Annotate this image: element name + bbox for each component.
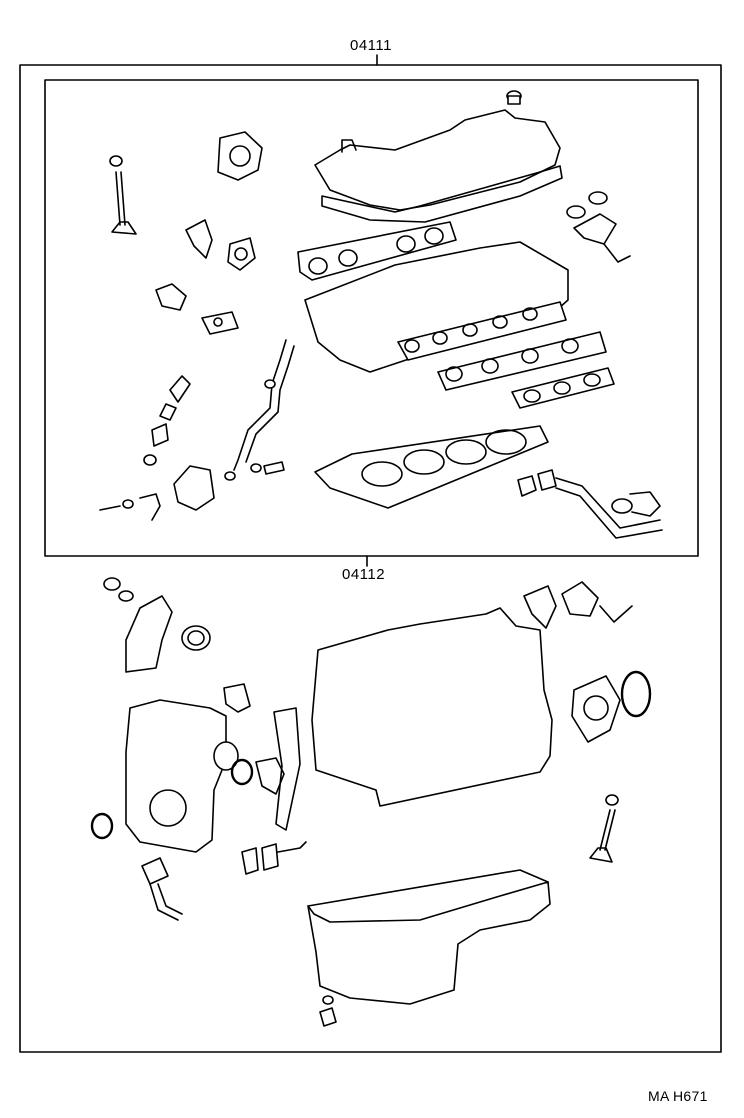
intake-manifold-gasket [297, 221, 457, 281]
exhaust-manifold-gasket-1 [397, 301, 567, 361]
oil-pump-gaskets [223, 683, 301, 831]
part-number-04112: 04112 [342, 566, 386, 583]
water-bypass-hose [233, 339, 295, 471]
egr-pipe-with-gaskets [517, 469, 663, 539]
front-crankshaft-seal [213, 741, 254, 786]
diagram-code: MA H671 [648, 1088, 708, 1104]
throttle-body-gasket [217, 131, 263, 181]
water-outlet-housing [185, 219, 256, 271]
intake-valve [109, 155, 137, 235]
oil-pressure-switch-gasket [241, 841, 307, 875]
thermostat-gaskets [103, 577, 134, 602]
exhaust-valve [589, 794, 619, 863]
valve-cover-gasket [314, 109, 563, 223]
small-bolts-and-gaskets [99, 493, 161, 521]
exhaust-manifold-gasket-2 [437, 331, 607, 391]
water-pump-inlet [255, 757, 285, 795]
cylinder-head-gasket [314, 425, 549, 509]
outer-frame [19, 54, 722, 1053]
water-temperature-sensor [143, 375, 191, 466]
water-pump-and-gaskets [173, 461, 285, 511]
cylinder-block [311, 607, 553, 807]
water-inlet-housing [125, 595, 211, 673]
valve-cover-grommet [506, 90, 522, 105]
water-bypass-gaskets [566, 191, 631, 263]
part-number-04111: 04111 [350, 37, 392, 54]
crankshaft-rear-seal [90, 812, 114, 840]
oil-cooler-pipe [141, 857, 183, 921]
drain-plug-gasket [319, 995, 337, 1027]
timing-cover-gaskets [523, 581, 633, 629]
vacuum-switching-valve [155, 283, 239, 335]
inner-frame-04111 [44, 79, 699, 567]
exhaust-manifold-gasket-3 [511, 367, 615, 409]
rear-oil-seal-retainer [571, 670, 652, 743]
oil-pan [307, 869, 551, 1005]
timing-chain-cover [125, 699, 227, 853]
